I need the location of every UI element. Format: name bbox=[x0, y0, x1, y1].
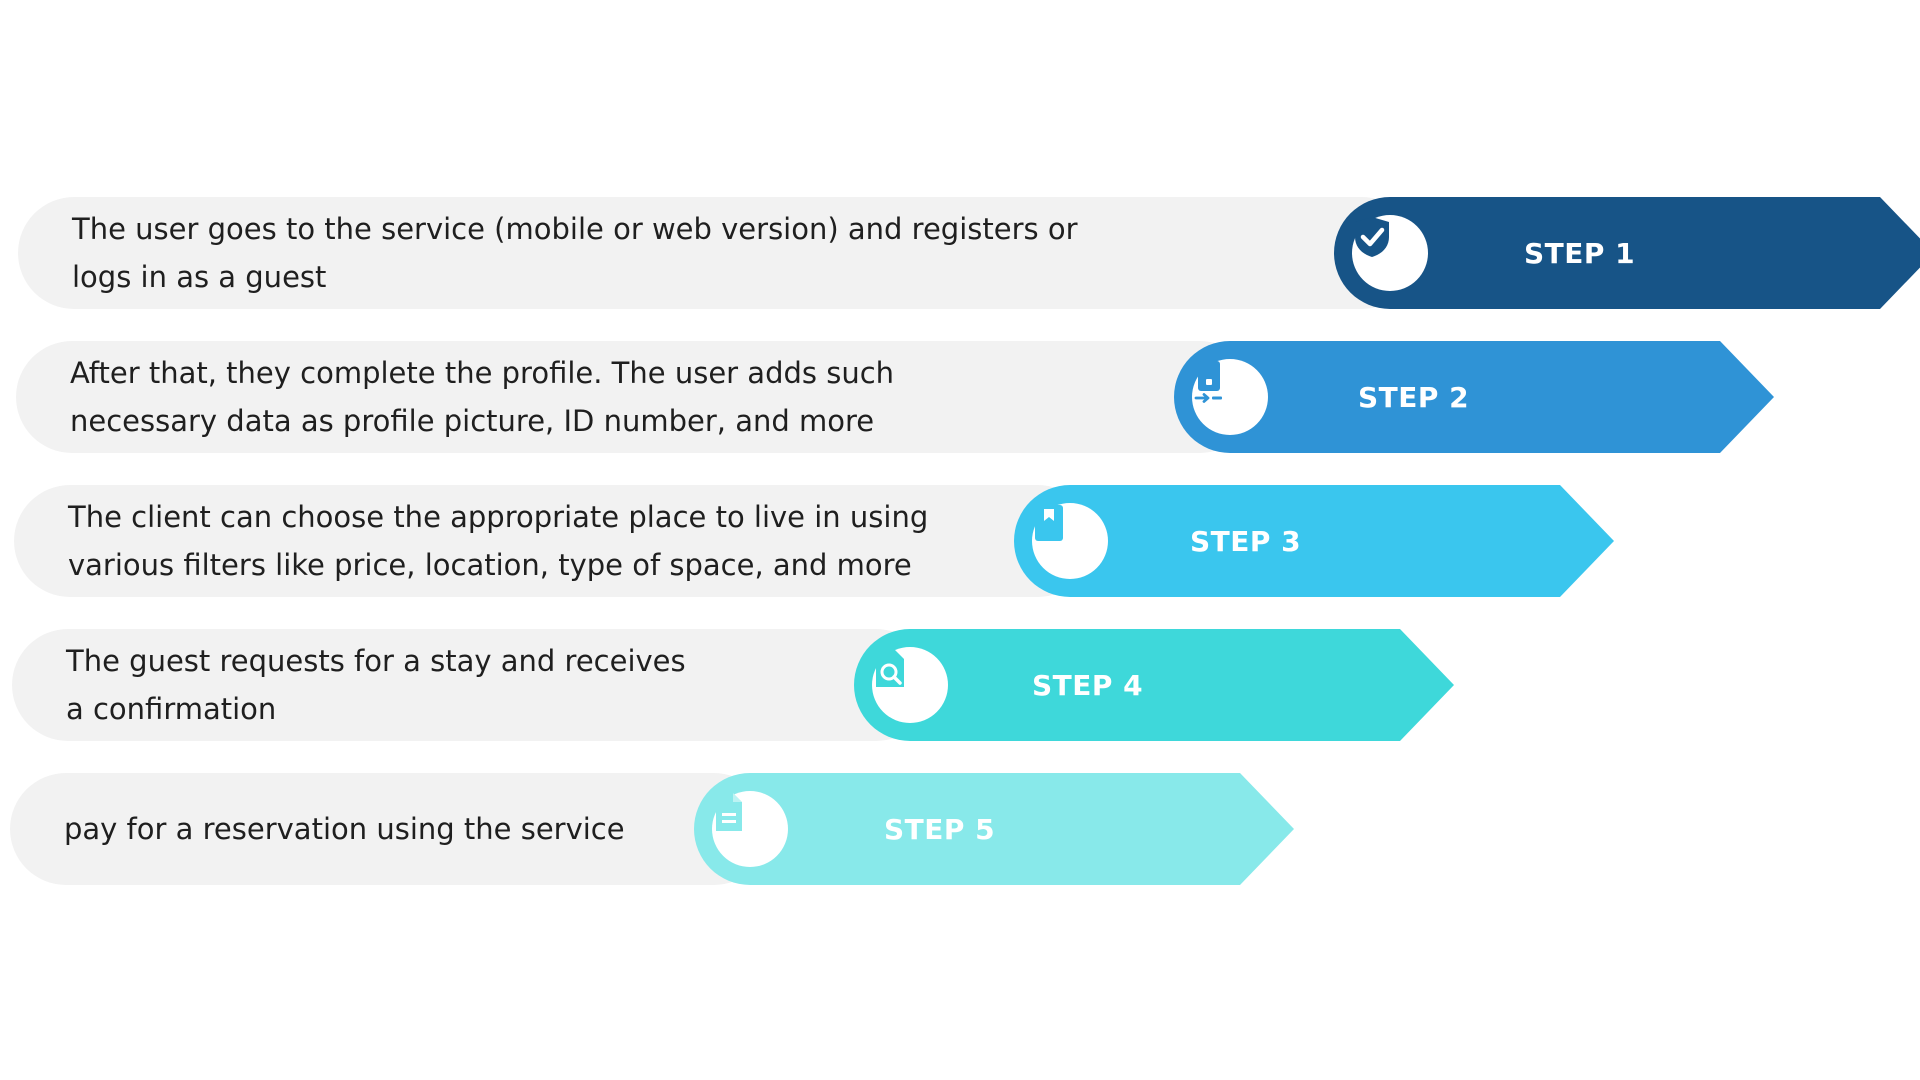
step-arrow-shape bbox=[854, 629, 1454, 741]
step-description: The client can choose the appropriate pl… bbox=[68, 500, 929, 582]
step-label: STEP 2 bbox=[1358, 380, 1470, 414]
step-row-background bbox=[10, 773, 770, 885]
step-arrow: STEP 4 bbox=[854, 629, 1454, 741]
step-arrow-shape bbox=[1174, 341, 1774, 453]
step-row-1: The user goes to the service (mobile or … bbox=[18, 197, 1920, 309]
step-arrow: STEP 2 bbox=[1174, 341, 1774, 453]
step-arrow-shape bbox=[694, 773, 1294, 885]
step-row-2: After that, they complete the profile. T… bbox=[16, 341, 1774, 453]
step-label: STEP 1 bbox=[1524, 236, 1636, 270]
step-row-background bbox=[14, 485, 1094, 597]
step-label: STEP 3 bbox=[1190, 524, 1302, 558]
icon-badge bbox=[1192, 359, 1268, 435]
step-row-5: pay for a reservation using the service … bbox=[10, 773, 1310, 885]
document-search-icon bbox=[876, 649, 904, 687]
step-row-background bbox=[18, 197, 1418, 309]
step-label: STEP 4 bbox=[1032, 668, 1144, 702]
shield-check-icon bbox=[1355, 217, 1389, 257]
step-row-4: The guest requests for a stay and receiv… bbox=[12, 629, 1462, 741]
icon-badge bbox=[872, 647, 948, 723]
step-label: STEP 5 bbox=[884, 812, 996, 846]
icon-badge bbox=[712, 791, 788, 867]
step-description: pay for a reservation using the service bbox=[64, 812, 625, 846]
step-arrow: STEP 3 bbox=[1014, 485, 1614, 597]
icon-badge bbox=[1032, 503, 1108, 579]
step-arrow: STEP 1 bbox=[1334, 197, 1920, 309]
step-row-3: The client can choose the appropriate pl… bbox=[14, 485, 1614, 597]
step-arrow-shape bbox=[1014, 485, 1614, 597]
step-description: After that, they complete the profile. T… bbox=[70, 356, 895, 438]
bookmark-icon bbox=[1035, 505, 1063, 541]
phone-transfer-icon bbox=[1194, 361, 1222, 403]
step-description: The guest requests for a stay and receiv… bbox=[66, 644, 686, 726]
icon-badge bbox=[1352, 215, 1428, 291]
document-icon bbox=[716, 793, 742, 831]
step-arrow-shape bbox=[1334, 197, 1920, 309]
step-row-background bbox=[12, 629, 932, 741]
step-arrow: STEP 5 bbox=[694, 773, 1294, 885]
step-description: The user goes to the service (mobile or … bbox=[72, 212, 1078, 294]
step-row-background bbox=[16, 341, 1256, 453]
